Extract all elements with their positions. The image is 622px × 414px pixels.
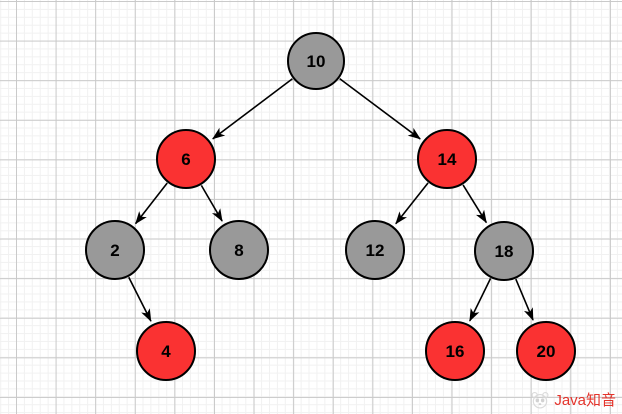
tree-node-4: 4 bbox=[136, 321, 196, 381]
tree-edge-18-to-20 bbox=[515, 278, 534, 321]
tree-edge-14-to-12 bbox=[395, 182, 429, 225]
tree-node-20: 20 bbox=[516, 321, 576, 381]
tree-edge-6-to-2 bbox=[134, 182, 168, 225]
tree-node-2: 2 bbox=[85, 220, 145, 280]
tree-edge-14-to-18 bbox=[462, 184, 488, 224]
tree-node-label: 2 bbox=[110, 240, 120, 260]
tree-node-label: 14 bbox=[437, 149, 457, 169]
tree-node-label: 16 bbox=[445, 341, 465, 361]
tree-node-8: 8 bbox=[209, 220, 269, 280]
panda-logo-icon bbox=[531, 391, 549, 408]
tree-node-label: 4 bbox=[161, 341, 171, 361]
tree-node-12: 12 bbox=[345, 220, 405, 280]
tree-edge-10-to-14 bbox=[339, 78, 421, 140]
tree-node-label: 12 bbox=[365, 240, 385, 260]
tree-edge-10-to-6 bbox=[212, 78, 293, 140]
tree-edge-2-to-4 bbox=[128, 276, 152, 322]
tree-node-10: 10 bbox=[287, 32, 345, 90]
tree-node-label: 6 bbox=[181, 149, 191, 169]
tree-node-18: 18 bbox=[474, 221, 534, 281]
watermark-text: Java知音 bbox=[554, 392, 616, 409]
watermark: Java知音 bbox=[530, 389, 616, 410]
tree-edge-18-to-16 bbox=[469, 278, 492, 322]
tree-node-label: 8 bbox=[234, 240, 244, 260]
tree-edge-6-to-8 bbox=[200, 184, 223, 222]
tree-node-16: 16 bbox=[425, 321, 485, 381]
tree-node-label: 18 bbox=[494, 241, 514, 261]
tree-node-6: 6 bbox=[156, 129, 216, 189]
tree-node-label: 10 bbox=[306, 51, 326, 71]
tree-node-label: 20 bbox=[536, 341, 556, 361]
tree-node-14: 14 bbox=[417, 129, 477, 189]
